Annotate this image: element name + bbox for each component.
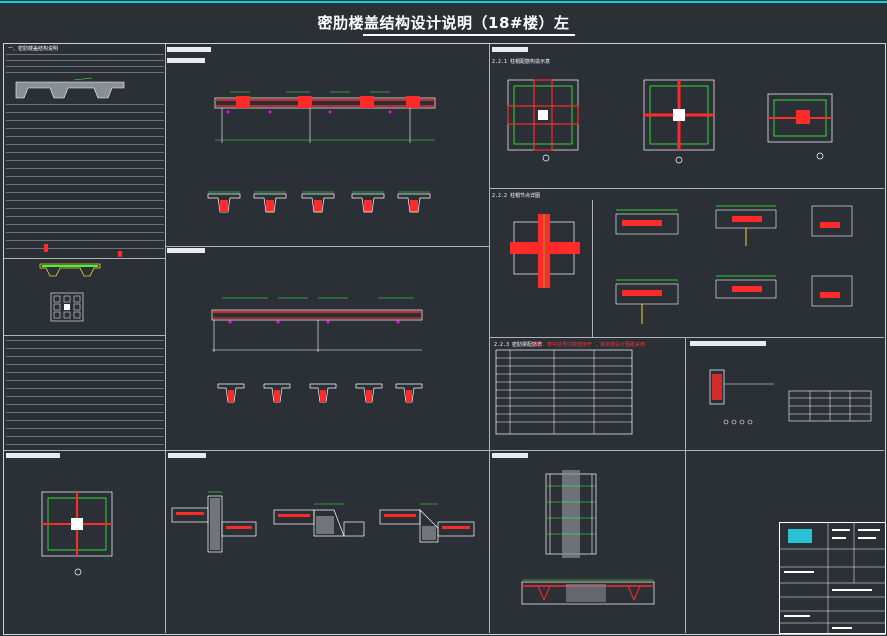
notes-heading: 一、密肋楼盖结构说明 <box>8 46 59 52</box>
grid-line <box>489 44 490 633</box>
panel-header <box>492 453 528 458</box>
title-block-grid <box>780 523 885 633</box>
panel-header <box>6 453 60 458</box>
panel-header <box>168 453 206 458</box>
bottom-cap-plan <box>41 491 113 576</box>
red-marker <box>44 244 48 252</box>
section-b-label: 2.2.2 柱帽节点详图 <box>492 193 541 199</box>
panel-header <box>492 47 528 52</box>
rib-sections-row-2 <box>217 383 423 403</box>
cap-cross-plan <box>510 214 580 288</box>
beam-elevation-1 <box>214 91 436 143</box>
grid-line <box>490 188 884 189</box>
grid-line <box>165 44 166 633</box>
panel-header <box>167 248 205 253</box>
grid-line <box>490 337 884 338</box>
column-cap-plan-2 <box>643 79 715 164</box>
column-joint-detail <box>709 369 774 425</box>
section-a-label: 2.2.1 柱帽配筋构造示意 <box>492 59 551 65</box>
small-spec-table <box>788 390 872 422</box>
panel-header <box>167 58 205 63</box>
rib-strip-section <box>521 579 655 605</box>
table-label: 2.2.3 密肋梁配筋表 <box>494 342 543 348</box>
column-cap-plan-1 <box>507 79 579 162</box>
top-border-accent <box>0 1 887 3</box>
column-cap-plan-3 <box>767 93 833 160</box>
panel-header <box>690 341 766 346</box>
sheet-frame <box>3 43 886 635</box>
grid-line <box>592 200 593 337</box>
red-marker <box>118 251 122 257</box>
grid-line <box>4 258 165 259</box>
slab-section-sketch <box>15 77 125 99</box>
panel-header <box>167 47 211 52</box>
grid-line <box>4 450 884 451</box>
table-note: 说明：表中括号内数值用于 ，其余按设计图纸采用 <box>532 342 646 348</box>
rib-reinforcement-table <box>495 349 633 435</box>
beam-elevation-2 <box>211 297 423 352</box>
node-details-grid <box>615 205 853 324</box>
column-strip-plan <box>545 470 597 558</box>
title-underline <box>363 34 575 36</box>
title-block <box>779 522 886 634</box>
company-logo-icon <box>788 529 812 543</box>
edge-beam-details <box>171 491 475 553</box>
grid-plan-sketch <box>50 292 84 322</box>
drawing-title: 密肋楼盖结构设计说明（18#楼）左 <box>317 14 570 32</box>
rib-sections-row-1 <box>207 191 431 213</box>
rib-section-sketch <box>39 263 101 277</box>
grid-line <box>4 335 165 336</box>
grid-line <box>166 246 489 247</box>
grid-line <box>685 337 686 633</box>
